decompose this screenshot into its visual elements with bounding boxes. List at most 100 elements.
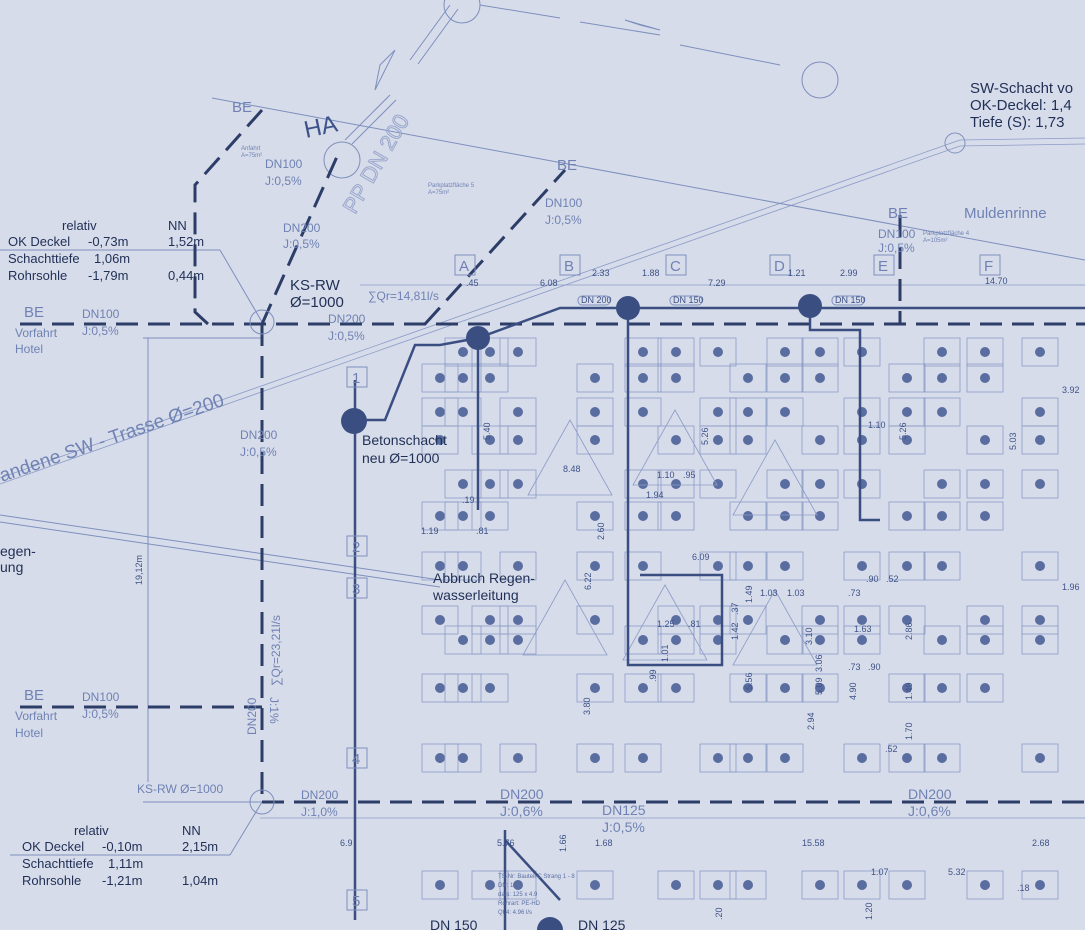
dimension-label: .81: [688, 619, 701, 629]
pile-marker: [780, 753, 790, 763]
be-label: BE: [24, 304, 44, 321]
pile-marker: [980, 615, 990, 625]
pile-marker: [638, 407, 648, 417]
pipe-size: DN125: [602, 802, 646, 818]
be-label: BE: [232, 99, 252, 116]
dimension-label: 2.99: [840, 268, 858, 278]
label: ung: [0, 559, 23, 575]
pile-marker: [857, 435, 867, 445]
pile-marker: [857, 635, 867, 645]
grid-axis-4: E: [873, 254, 895, 276]
pile-marker: [513, 635, 523, 645]
dimension-label: 1.19: [421, 526, 439, 536]
pipe-size: DN200: [283, 221, 321, 235]
axis-letter: A: [459, 258, 469, 275]
axis-letter: B: [564, 258, 574, 275]
pile-marker: [780, 407, 790, 417]
pile-marker: [435, 561, 445, 571]
dimension-label: 1.25: [657, 619, 675, 629]
pile-marker: [780, 635, 790, 645]
pile-marker: [435, 753, 445, 763]
pile-marker: [815, 373, 825, 383]
pile-marker: [513, 407, 523, 417]
info-line: Qt 4: 4.96 l/s: [498, 910, 532, 916]
slope: J:0,5%: [265, 174, 302, 188]
pile-marker: [743, 435, 753, 445]
row-nn: 0,44m: [168, 268, 204, 283]
manhole-icon: [466, 326, 490, 350]
pipe-size: DN100: [265, 157, 303, 171]
label: KS-RW: [290, 277, 341, 294]
dimension-label: 1.68: [595, 838, 613, 848]
pile-marker: [743, 561, 753, 571]
pile-marker: [937, 347, 947, 357]
dimension-label: 1.49: [744, 585, 754, 603]
pile-marker: [980, 347, 990, 357]
grid-axis-0: A: [454, 254, 476, 276]
axis-letter: F: [984, 258, 993, 275]
pile-marker: [937, 753, 947, 763]
top-elevation-table: relativ NN OK Deckel -0,73m 1,52m Schach…: [8, 218, 204, 283]
dimension-label: 1.49: [904, 682, 914, 700]
dimension-label: 1.10: [657, 470, 675, 480]
pile-marker: [902, 753, 912, 763]
pile-marker: [513, 435, 523, 445]
grid-row-0: 1: [346, 366, 368, 388]
pipe-tag: DN 200: [581, 295, 612, 305]
pile-marker: [815, 435, 825, 445]
pile-marker: [458, 635, 468, 645]
pile-marker: [857, 561, 867, 571]
foundation-grid: [421, 337, 1059, 900]
pipe-size: DN100: [82, 307, 120, 321]
dimension-label: 2.86: [904, 622, 914, 640]
row-label: OK Deckel: [8, 234, 70, 249]
pile-marker: [780, 373, 790, 383]
header-relativ: relativ: [74, 823, 109, 838]
slope: J:0,5%: [82, 324, 119, 338]
dimension-label: 6.09: [692, 552, 710, 562]
pile-marker: [713, 407, 723, 417]
be-label: BE: [557, 157, 577, 174]
dimension-label: 2.33: [592, 268, 610, 278]
pile-marker: [937, 407, 947, 417]
slope: J:0,5%: [283, 237, 320, 251]
dimension-label: 8.48: [563, 464, 581, 474]
slope: J:0,6%: [908, 803, 951, 819]
row-label: Schachttiefe: [22, 856, 94, 871]
axis-letter: D: [774, 258, 785, 275]
dimension-label: 1.03: [787, 588, 805, 598]
row-nn: 1,04m: [182, 873, 218, 888]
dimension-label: 1.20: [864, 902, 874, 920]
pile-marker: [902, 615, 912, 625]
dimension-label: 1.63: [854, 624, 872, 634]
flow-label: ∑Qr=23,21l/s: [269, 615, 283, 686]
pile-marker: [937, 683, 947, 693]
trasse-label: andene SW - Trasse Ø=200: [0, 390, 227, 487]
manhole-icon: [537, 917, 563, 930]
pile-marker: [980, 511, 990, 521]
ha-label: HA: [302, 111, 340, 144]
dimension-label: 6.08: [540, 278, 558, 288]
label: wasserleitung: [432, 587, 519, 603]
pipe-tag: DN 150: [673, 295, 704, 305]
dimension-label: 4.90: [848, 682, 858, 700]
grid-row-1: 2: [346, 535, 368, 557]
dimension-label: 5.09: [814, 677, 824, 695]
row-nn: 2,15m: [182, 839, 218, 854]
pile-marker: [671, 435, 681, 445]
dimension-label: 15.58: [802, 838, 825, 848]
bottom-elevation-table: relativ NN OK Deckel -0,10m 2,15m Schach…: [22, 823, 218, 888]
ts-info-block: TS-Nr: Bauteil C Strang 1 - 8 DN: 125 da…: [498, 874, 575, 916]
pile-marker: [902, 880, 912, 890]
pile-marker: [638, 479, 648, 489]
pipe-network: [20, 109, 1085, 930]
pile-marker: [638, 635, 648, 645]
dimension-label: 1.88: [642, 268, 660, 278]
dimension-label: .20: [714, 907, 724, 920]
pile-marker: [937, 373, 947, 383]
pile-marker: [513, 479, 523, 489]
grid-row-2: 3: [346, 577, 368, 599]
